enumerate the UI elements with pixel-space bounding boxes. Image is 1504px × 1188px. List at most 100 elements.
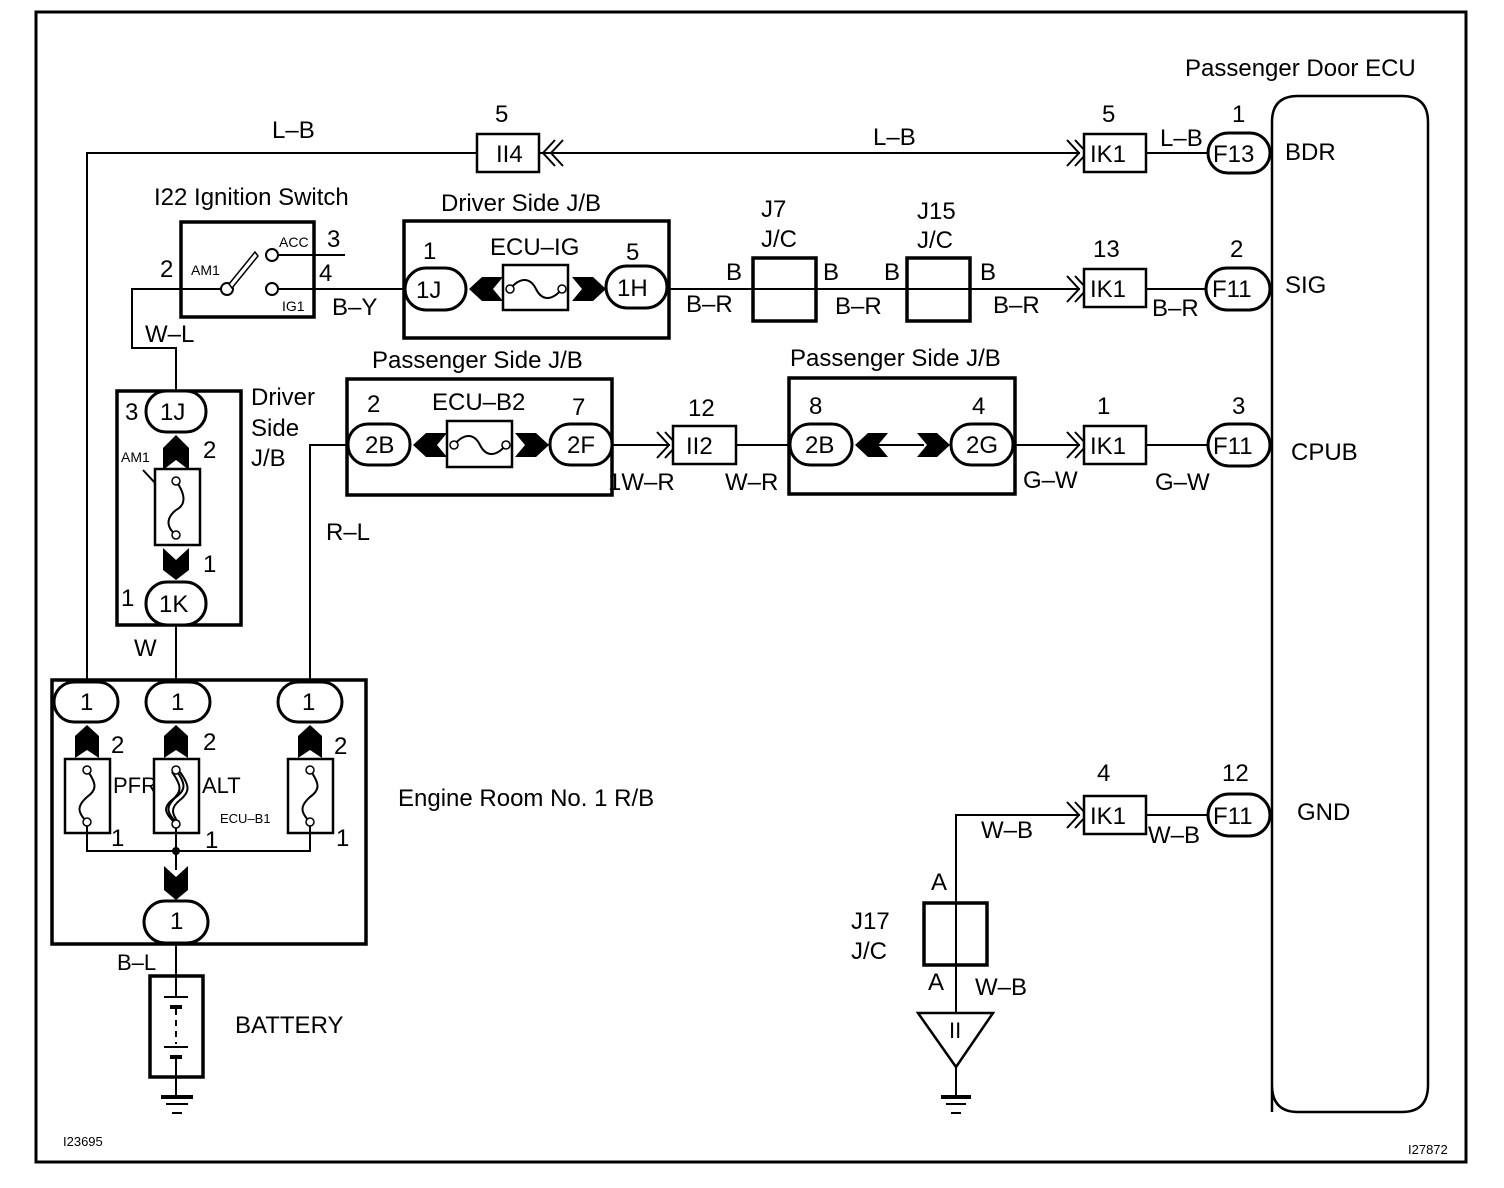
ecu-pin-gnd: GND bbox=[1297, 799, 1350, 826]
fuse-element-icon bbox=[509, 279, 563, 299]
connector-f13-label: F13 bbox=[1213, 141, 1254, 168]
wire-label-by: B–Y bbox=[332, 294, 377, 321]
ecub1-fuse-top-pin: 2 bbox=[334, 733, 347, 760]
wire-fuse-bus bbox=[86, 826, 311, 852]
connector-1h bbox=[604, 264, 669, 310]
wire-label-gw2: G–W bbox=[1155, 469, 1210, 496]
connector-1j-top bbox=[403, 266, 468, 312]
ground-point-label: II bbox=[949, 1018, 961, 1043]
pass-jb2 bbox=[787, 376, 1017, 496]
ignition-pin-am1: 2 bbox=[160, 256, 173, 283]
jc15-left-label: B bbox=[884, 259, 900, 286]
connector-2f-label: 2F bbox=[567, 432, 595, 459]
ecu-pin-sig: SIG bbox=[1285, 272, 1326, 299]
jc17-bottom-label: A bbox=[928, 969, 944, 996]
pass-jb2-left-pin: 8 bbox=[809, 393, 822, 420]
connector-ii4 bbox=[475, 132, 541, 174]
driver-jb-top-right-pin: 5 bbox=[626, 239, 639, 266]
ecu-pin-bdr: BDR bbox=[1285, 139, 1336, 166]
fuse-terminal bbox=[557, 284, 567, 294]
wire-label-br4: B–R bbox=[1152, 295, 1199, 322]
connector-arrow-icon bbox=[541, 139, 564, 167]
jc15-right-label: B bbox=[980, 259, 996, 286]
ground-icon bbox=[161, 1095, 193, 1114]
connector-f11-cpub-label: F11 bbox=[1213, 433, 1253, 460]
connector-2b-1 bbox=[346, 422, 412, 467]
connector-ik1-sig-pin: 13 bbox=[1093, 236, 1120, 263]
pfr-top-pin: 1 bbox=[80, 689, 93, 716]
connector-f11-gnd bbox=[1206, 792, 1272, 838]
fuse-terminal bbox=[82, 817, 92, 827]
alt-top-pin: 1 bbox=[171, 689, 184, 716]
pass-jb1-left-pin: 2 bbox=[367, 391, 380, 418]
ignition-switch bbox=[179, 220, 316, 319]
connector-f11-gnd-pin: 12 bbox=[1222, 760, 1249, 787]
figure-id-right: I27872 bbox=[1408, 1142, 1448, 1157]
figure-id-left: I23695 bbox=[63, 1134, 103, 1149]
wire-label-br3: B–R bbox=[993, 292, 1040, 319]
jc17-title-1: J17 bbox=[851, 908, 890, 935]
jc7-right-label: B bbox=[823, 259, 839, 286]
fuse-ecu-b1-label: ECU–B1 bbox=[220, 811, 271, 826]
driver-jb-left-title-3: J/B bbox=[251, 445, 286, 472]
driver-jb-left-fuse-bot-pin: 1 bbox=[203, 551, 216, 578]
switch-contact-ig1 bbox=[265, 282, 279, 296]
ignition-switch-title: I22 Ignition Switch bbox=[154, 184, 349, 211]
ecu-pin-cpub: CPUB bbox=[1291, 439, 1358, 466]
connector-ecub1-top bbox=[276, 680, 344, 724]
jc15-title-1: J15 bbox=[917, 198, 956, 225]
connector-2g-label: 2G bbox=[966, 432, 998, 459]
wire-lb-main bbox=[86, 152, 476, 680]
ecu-body bbox=[1270, 94, 1430, 1114]
connector-ii2-label: II2 bbox=[686, 433, 713, 460]
fuse-terminal bbox=[501, 440, 511, 450]
connector-f11-gnd-label: F11 bbox=[1213, 803, 1253, 830]
fuse-terminal bbox=[82, 765, 92, 775]
ignition-label-ig1: IG1 bbox=[282, 298, 305, 314]
ecub1-fuse-bot-pin: 1 bbox=[336, 825, 349, 852]
fuse-element-icon bbox=[301, 769, 319, 823]
wire-label-w: W bbox=[134, 635, 157, 662]
battery-cell-icon bbox=[170, 1005, 182, 1009]
battery-cell-icon bbox=[170, 1055, 182, 1059]
fuse-element-icon bbox=[167, 480, 185, 536]
wire-wl bbox=[131, 288, 221, 392]
wire-rl bbox=[309, 444, 348, 680]
connector-ii4-pin: 5 bbox=[495, 101, 508, 128]
alt-fuse-bot-pin: 1 bbox=[205, 827, 218, 854]
engine-room-rb-title: Engine Room No. 1 R/B bbox=[398, 785, 654, 812]
connector-ik1-gnd-pin: 4 bbox=[1097, 760, 1110, 787]
wire-label-wb3: W–B bbox=[975, 974, 1027, 1001]
connector-1j-left-label: 1J bbox=[160, 399, 185, 426]
ignition-pin-acc: 3 bbox=[327, 226, 340, 253]
wire-label-br1: B–R bbox=[686, 291, 733, 318]
jc7-title-1: J7 bbox=[761, 196, 786, 223]
ecub1-top-pin: 1 bbox=[302, 689, 315, 716]
wire-label-wr1: 1W–R bbox=[608, 469, 675, 496]
switch-lever bbox=[228, 250, 259, 290]
wire-label-wr2: W–R bbox=[725, 469, 778, 496]
jc15-title-2: J/C bbox=[917, 227, 953, 254]
wire-label-gw1: G–W bbox=[1023, 467, 1078, 494]
battery-label: BATTERY bbox=[235, 1012, 343, 1039]
frame-border bbox=[34, 10, 1468, 1164]
wire-label-wb1: W–B bbox=[981, 817, 1033, 844]
pass-jb1-title: Passenger Side J/B bbox=[372, 347, 583, 374]
switch-contact-acc bbox=[265, 248, 279, 262]
connector-f13-pin: 1 bbox=[1232, 101, 1245, 128]
fuse-ecu-b2-label: ECU–B2 bbox=[432, 389, 525, 416]
connector-ik1-sig-label: IK1 bbox=[1090, 276, 1126, 303]
jc17-title-2: J/C bbox=[851, 938, 887, 965]
connector-ik1-bdr-pin: 5 bbox=[1102, 101, 1115, 128]
engine-room-rb bbox=[50, 678, 368, 946]
pass-jb2-title: Passenger Side J/B bbox=[790, 345, 1001, 372]
fuse-ecu-ig-label: ECU–IG bbox=[490, 234, 579, 261]
pfr-fuse-top-pin: 2 bbox=[111, 732, 124, 759]
terminal-arrow-icon bbox=[917, 433, 950, 457]
pass-jb2-right-pin: 4 bbox=[972, 393, 985, 420]
fuse-terminal bbox=[171, 476, 181, 486]
fuse-terminal bbox=[171, 530, 181, 540]
connector-2b-2-label: 2B bbox=[805, 432, 834, 459]
terminal-arrow-icon bbox=[572, 277, 606, 301]
junction-dot bbox=[172, 847, 180, 855]
